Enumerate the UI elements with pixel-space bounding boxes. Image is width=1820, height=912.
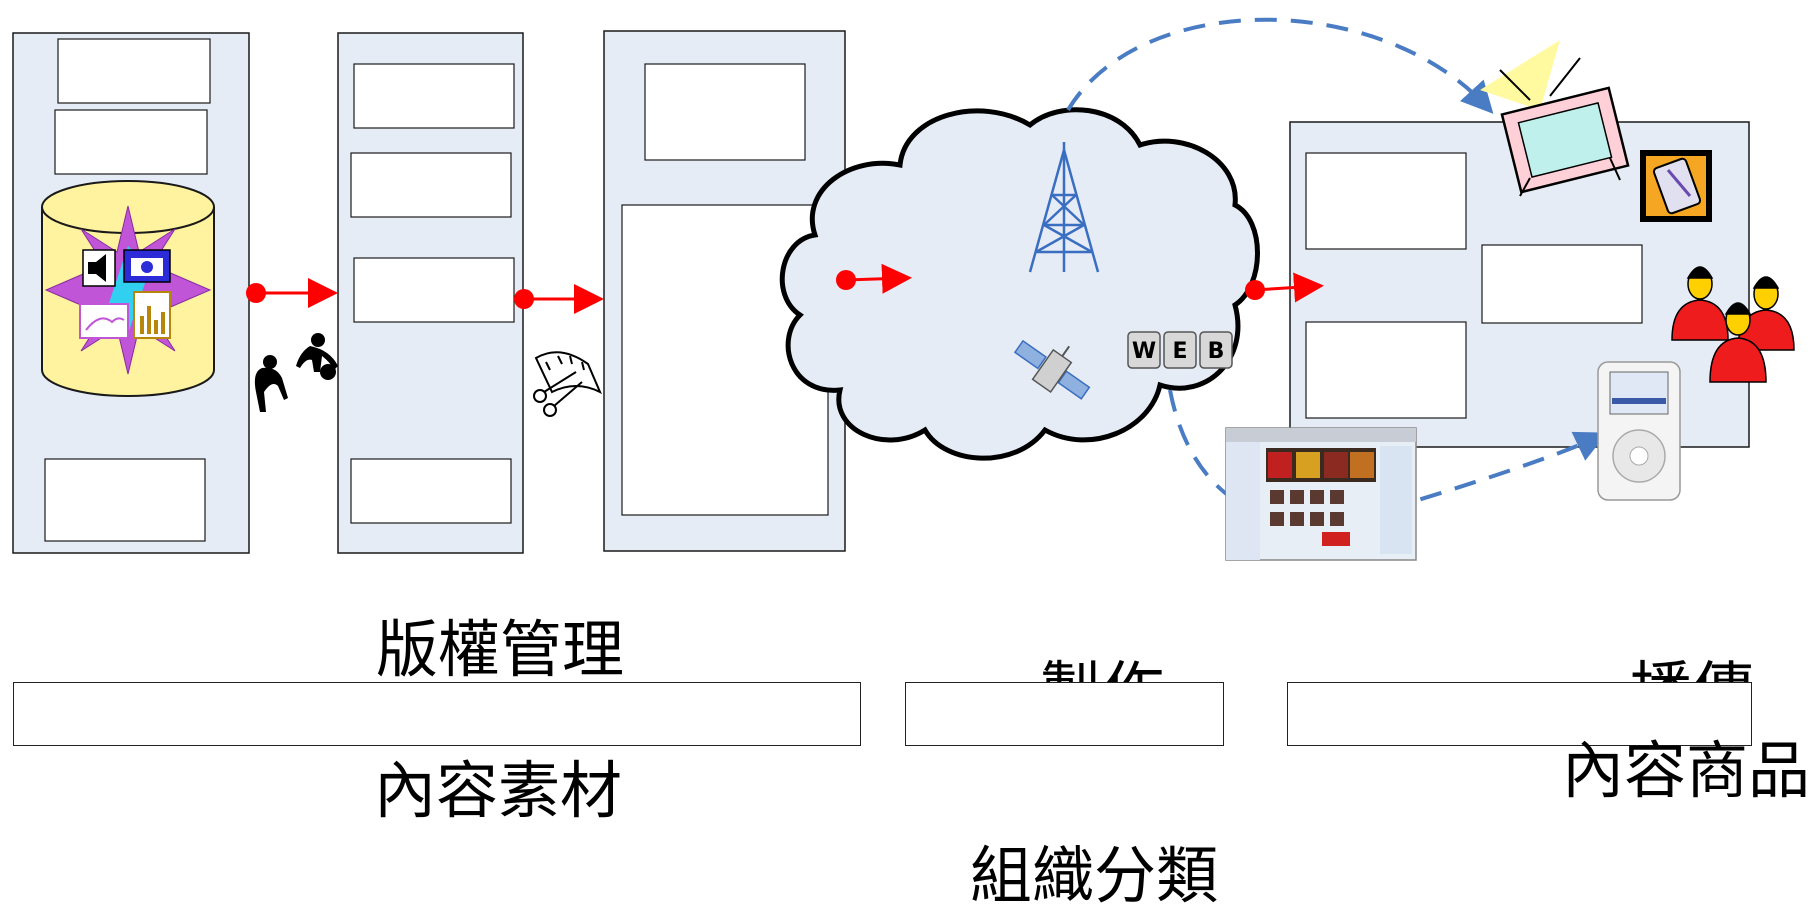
stage-bar-middle — [905, 682, 1224, 746]
material-box-1 — [57, 38, 211, 104]
film-scissors-icon — [533, 351, 602, 417]
pda-icon — [1640, 150, 1712, 222]
distribution-cloud: W E B — [779, 107, 1260, 461]
label-copyright-management: 版權管理 — [376, 613, 625, 686]
ipod-icon — [1597, 361, 1681, 501]
workers-silhouette-icon — [254, 333, 338, 412]
flow-arrow-1 — [246, 278, 338, 308]
picture-icon — [79, 303, 129, 339]
flow-arrow-4 — [1245, 272, 1324, 303]
material-box-2 — [54, 109, 208, 175]
product-box-1 — [1305, 152, 1467, 250]
product-box-2 — [1481, 244, 1643, 324]
flow-arrow-3 — [836, 263, 912, 294]
satellite-icon — [1013, 339, 1091, 400]
panel-content-material — [12, 32, 250, 554]
web-key-w: W — [1132, 339, 1156, 364]
stage-bar-left — [13, 682, 861, 746]
radio-tower-icon — [1028, 142, 1100, 273]
media-store-screenshot — [1225, 427, 1417, 561]
television-icon — [1480, 40, 1630, 197]
dashed-arc-top — [1066, 17, 1494, 114]
copyright-box-3 — [353, 257, 515, 323]
web-key-e: E — [1172, 339, 1187, 364]
copyright-box-2 — [350, 152, 512, 218]
label-content-material: 內容素材 — [374, 754, 623, 827]
speaker-icon — [82, 249, 116, 287]
product-box-3 — [1305, 321, 1467, 419]
web-keys-icon: W E B — [1127, 331, 1233, 369]
audience-people-icon — [1671, 266, 1795, 383]
web-key-b: B — [1208, 339, 1225, 364]
flow-arrow-2 — [514, 284, 604, 314]
stage-bar-right — [1287, 682, 1752, 746]
production-box-1 — [644, 63, 806, 161]
panel-copyright-management — [337, 32, 524, 554]
bar-chart-icon — [133, 291, 171, 339]
label-organize-classify: 組織分類 — [970, 839, 1219, 912]
material-box-3 — [44, 458, 206, 542]
camera-icon — [123, 249, 171, 283]
label-content-product: 內容商品 — [1562, 734, 1811, 807]
database-icon — [41, 180, 215, 397]
copyright-box-1 — [353, 63, 515, 129]
copyright-box-4 — [350, 458, 512, 524]
